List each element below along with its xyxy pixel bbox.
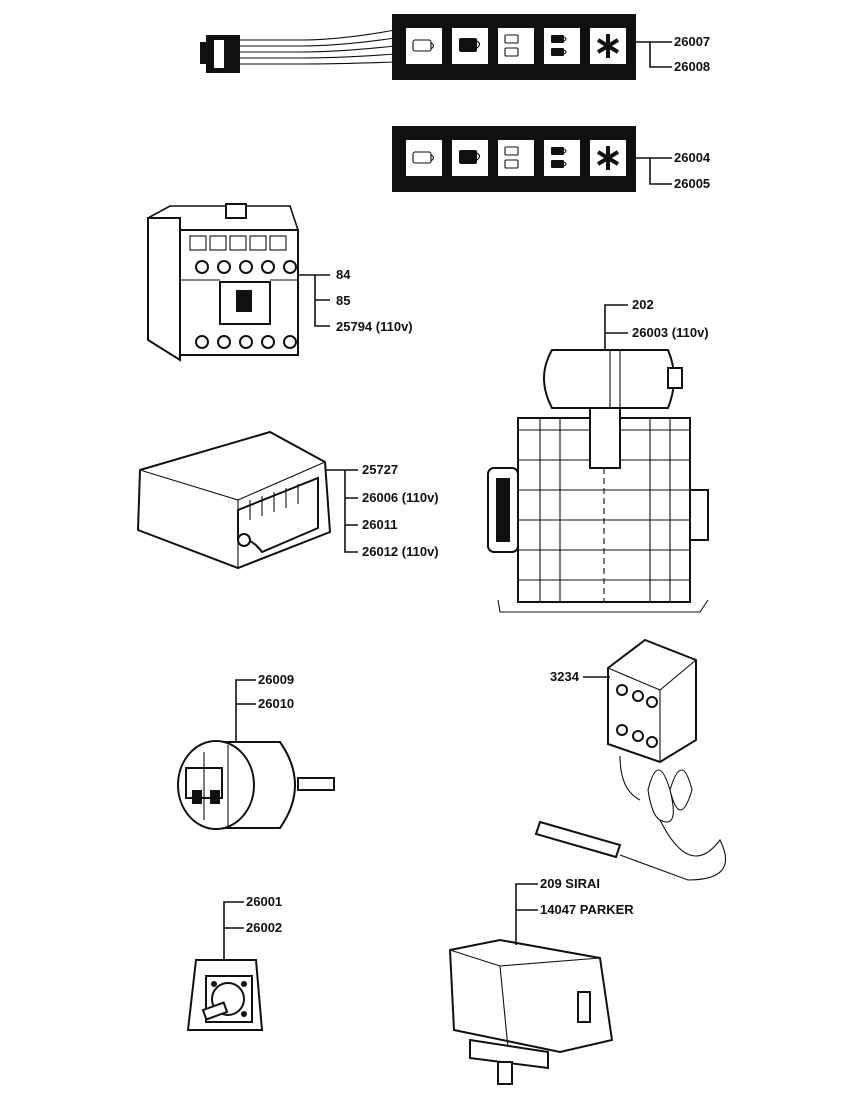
keypad-harness-buttons: [406, 28, 626, 64]
code-26001: 26001: [246, 894, 282, 909]
code-3234: 3234: [550, 669, 580, 684]
thermostat: 3234: [534, 638, 727, 881]
pressure-switch: 209 SIRAI 14047 PARKER: [448, 876, 634, 1085]
code-26012: 26012 (110v): [362, 544, 439, 559]
code-26006: 26006 (110v): [362, 490, 439, 505]
code-202: 202: [632, 297, 654, 312]
code-14047-parker: 14047 PARKER: [540, 902, 634, 917]
contactor: 84 85 25794 (110v): [147, 203, 413, 362]
code-85: 85: [336, 293, 350, 308]
code-26010: 26010: [258, 696, 294, 711]
code-26008: 26008: [674, 59, 710, 74]
code-26002: 26002: [246, 920, 282, 935]
code-26009: 26009: [258, 672, 294, 687]
rotary-switch-small: 26001 26002: [186, 894, 282, 1031]
code-84: 84: [336, 267, 351, 282]
code-209-sirai: 209 SIRAI: [540, 876, 600, 891]
code-26011: 26011: [362, 517, 397, 532]
code-26004: 26004: [674, 150, 711, 165]
rotary-switch-large: 26009 26010: [177, 672, 335, 830]
control-box: 25727 26006 (110v) 26011 26012 (110v): [136, 430, 439, 570]
pump-motor: 202 26003 (110v): [487, 297, 709, 613]
code-25727: 25727: [362, 462, 398, 477]
code-25794: 25794 (110v): [336, 319, 413, 334]
keypad-panel: 26004 26005: [392, 126, 711, 192]
code-26005: 26005: [674, 176, 710, 191]
keypad-with-harness: 26007 26008: [200, 14, 710, 80]
code-26003: 26003 (110v): [632, 325, 709, 340]
code-26007: 26007: [674, 34, 710, 49]
